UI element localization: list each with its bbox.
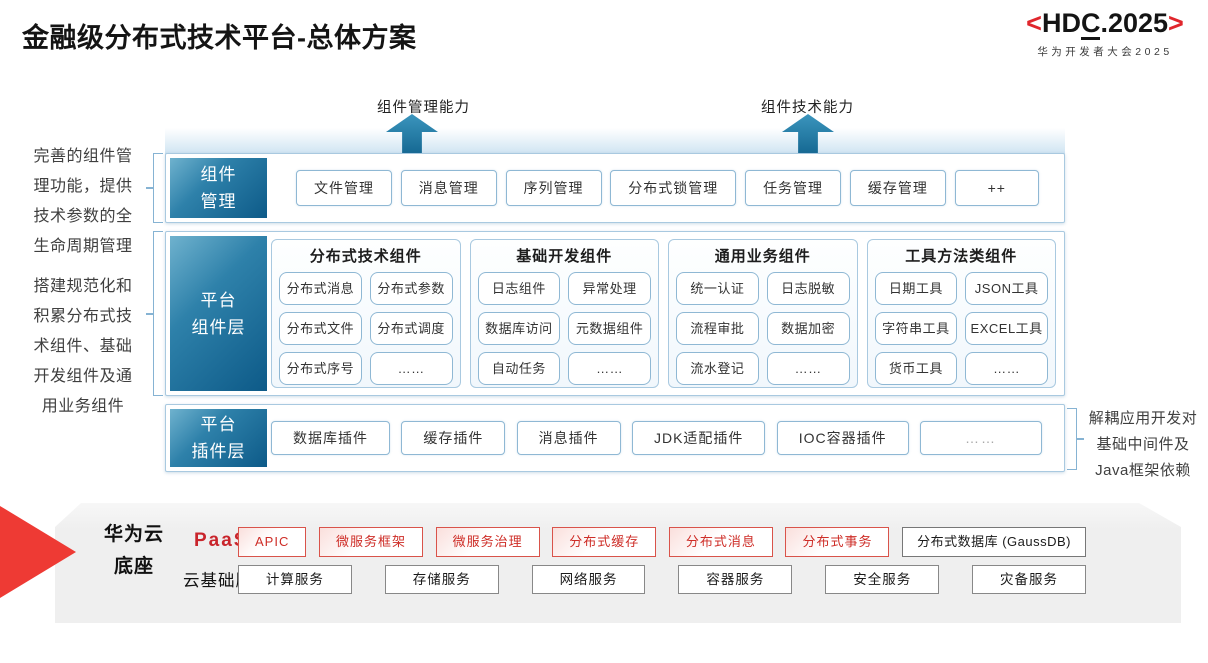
mgmt-item-more: ++ <box>954 170 1039 206</box>
component-item: 流水登记 <box>676 352 759 385</box>
hdc-logo-subtitle: 华为开发者大会2025 <box>1037 46 1173 58</box>
component-item: EXCEL工具 <box>965 312 1048 345</box>
mgmt-item: 消息管理 <box>400 170 497 206</box>
arrow-label-management-capability: 组件管理能力 <box>377 100 470 116</box>
paas-label: PaaS <box>194 530 249 551</box>
component-item-more: …… <box>766 352 850 385</box>
huawei-cloud-foundation-panel <box>55 503 1181 623</box>
note-platform-components: 搭建规范化和 积累分布式技 术组件、基础 开发组件及通 用业务组件 <box>33 278 133 415</box>
paas-item-gaussdb: 分布式数据库 (GaussDB) <box>902 527 1086 557</box>
row-label-platform-components: 平台 组件层 <box>170 236 267 391</box>
cloud-service-item: 容器服务 <box>678 565 793 594</box>
component-item: 流程审批 <box>676 312 759 345</box>
mgmt-item: 分布式锁管理 <box>610 170 737 206</box>
column-basic-dev: 基础开发组件 日志组件 异常处理 数据库访问 元数据组件 自动任务 …… <box>469 239 659 388</box>
plugin-item: IOC容器插件 <box>776 421 909 455</box>
component-item-more: …… <box>965 352 1048 385</box>
component-item: 统一认证 <box>676 272 759 305</box>
platform-component-layer-row: 平台 组件层 分布式技术组件 分布式消息 分布式参数 分布式文件 分布式调度 分… <box>165 231 1065 396</box>
arrow-label-technical-capability: 组件技术能力 <box>761 100 854 116</box>
component-item: 分布式消息 <box>279 272 362 305</box>
component-item: 字符串工具 <box>874 312 958 345</box>
right-bracket-row3 <box>1067 408 1084 470</box>
column-title: 基础开发组件 <box>516 248 613 265</box>
paas-item: 微服务治理 <box>435 527 540 557</box>
mgmt-item: 任务管理 <box>745 170 842 206</box>
component-item: 日期工具 <box>874 272 958 305</box>
component-item: 分布式调度 <box>369 312 453 345</box>
plugin-item: 缓存插件 <box>401 421 506 455</box>
row-label-component-management: 组件 管理 <box>170 158 267 218</box>
component-item: 元数据组件 <box>568 312 651 345</box>
paas-item: APIC <box>238 527 307 557</box>
column-title: 分布式技术组件 <box>309 248 422 265</box>
component-item: 自动任务 <box>477 352 561 385</box>
component-item-more: …… <box>568 352 651 385</box>
hdc-logo-text: <HDC.2025> <box>1026 8 1184 40</box>
cloud-service-item: 安全服务 <box>825 565 940 594</box>
component-item: 分布式参数 <box>369 272 453 305</box>
column-distributed-tech: 分布式技术组件 分布式消息 分布式参数 分布式文件 分布式调度 分布式序号 …… <box>271 239 461 388</box>
hdc-open-angle-icon: < <box>1026 8 1042 38</box>
column-tool-methods: 工具方法类组件 日期工具 JSON工具 字符串工具 EXCEL工具 货币工具 …… <box>866 239 1056 388</box>
plugin-item-more: …… <box>919 421 1042 455</box>
plugin-items: 数据库插件 缓存插件 消息插件 JDK适配插件 IOC容器插件 …… <box>271 405 1042 471</box>
component-item: 日志脱敏 <box>766 272 850 305</box>
mgmt-item: 文件管理 <box>296 170 392 206</box>
plugin-item: 数据库插件 <box>271 421 390 455</box>
paas-services: APIC 微服务框架 微服务治理 分布式缓存 分布式消息 分布式事务 分布式数据… <box>238 527 1086 557</box>
component-item: 日志组件 <box>477 272 561 305</box>
component-item: 数据库访问 <box>477 312 561 345</box>
cloud-service-item: 存储服务 <box>384 565 499 594</box>
cloud-service-item: 网络服务 <box>531 565 646 594</box>
paas-item: 分布式消息 <box>668 527 773 557</box>
column-title: 通用业务组件 <box>714 248 811 265</box>
paas-item: 微服务框架 <box>318 527 423 557</box>
column-title: 工具方法类组件 <box>905 248 1018 265</box>
paas-item: 分布式缓存 <box>552 527 657 557</box>
note-decoupling: 解耦应用开发对 基础中间件及 Java框架依赖 <box>1088 410 1198 479</box>
hdc-logo: <HDC.2025> 华为开发者大会2025 <box>1006 8 1204 59</box>
component-item-more: …… <box>369 352 453 385</box>
component-item: 数据加密 <box>766 312 850 345</box>
note-component-management: 完善的组件管 理功能，提供 技术参数的全 生命周期管理 <box>33 148 133 255</box>
huawei-cloud-base-label: 华为云 底座 <box>103 524 164 577</box>
component-management-row: 组件 管理 文件管理 消息管理 序列管理 分布式锁管理 任务管理 缓存管理 ++ <box>165 153 1065 223</box>
paas-item: 分布式事务 <box>785 527 890 557</box>
cloud-service-item: 灾备服务 <box>972 565 1086 594</box>
top-glow-strip <box>165 128 1065 154</box>
left-bracket-row2 <box>146 231 163 396</box>
component-item: 分布式文件 <box>279 312 362 345</box>
cloud-service-item: 计算服务 <box>238 565 352 594</box>
component-columns: 分布式技术组件 分布式消息 分布式参数 分布式文件 分布式调度 分布式序号 ……… <box>271 239 1056 388</box>
mgmt-item: 缓存管理 <box>849 170 946 206</box>
component-item: JSON工具 <box>965 272 1048 305</box>
hdc-close-angle-icon: > <box>1168 8 1184 38</box>
component-item: 货币工具 <box>874 352 958 385</box>
mgmt-item: 序列管理 <box>505 170 602 206</box>
left-bracket-row1 <box>146 153 163 223</box>
column-common-business: 通用业务组件 统一认证 日志脱敏 流程审批 数据加密 流水登记 …… <box>668 239 858 388</box>
component-management-items: 文件管理 消息管理 序列管理 分布式锁管理 任务管理 缓存管理 ++ <box>296 154 1039 222</box>
platform-plugin-layer-row: 平台 插件层 数据库插件 缓存插件 消息插件 JDK适配插件 IOC容器插件 …… <box>165 404 1065 472</box>
page-title: 金融级分布式技术平台-总体方案 <box>22 23 417 53</box>
component-item: 分布式序号 <box>279 352 362 385</box>
component-item: 异常处理 <box>568 272 651 305</box>
plugin-item: 消息插件 <box>516 421 621 455</box>
cloud-basic-services: 计算服务 存储服务 网络服务 容器服务 安全服务 灾备服务 <box>238 565 1086 594</box>
plugin-item: JDK适配插件 <box>631 421 766 455</box>
row-label-platform-plugins: 平台 插件层 <box>170 409 267 467</box>
